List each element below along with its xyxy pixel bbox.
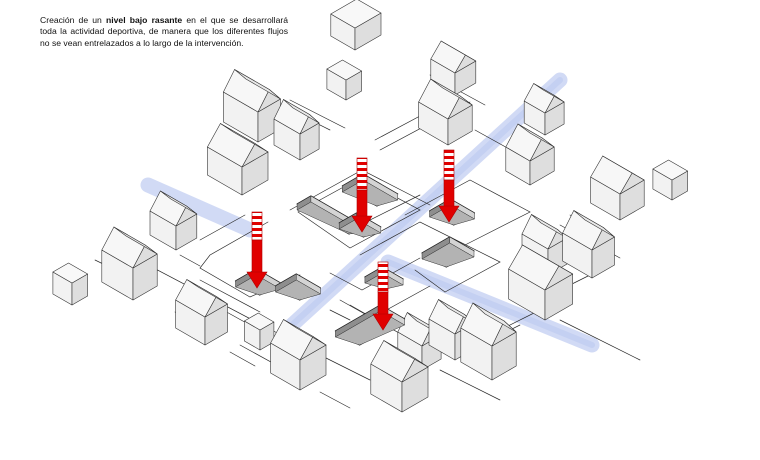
street-line — [359, 221, 501, 293]
street-line — [199, 214, 246, 241]
street-line — [199, 279, 261, 313]
building — [330, 0, 382, 51]
caption-bold: nivel bajo rasante — [106, 15, 183, 25]
building — [149, 190, 198, 251]
caption: Creación de un nivel bajo rasante en el … — [40, 15, 288, 49]
street-line — [297, 177, 421, 249]
building — [430, 40, 477, 96]
building — [508, 244, 574, 321]
caption-after: en el que se desarrollará toda la activi… — [40, 15, 288, 48]
down-arrow-icon — [438, 149, 460, 223]
sunken-pit — [334, 304, 406, 346]
sunken-pit — [274, 273, 322, 301]
street-line — [414, 269, 446, 293]
caption-before: Creación de un — [40, 15, 106, 25]
building — [505, 123, 555, 186]
building — [175, 279, 228, 346]
down-arrow-icon — [351, 157, 373, 233]
street-line — [179, 254, 201, 267]
building — [270, 319, 327, 391]
down-arrow-icon — [372, 261, 394, 331]
buildings — [52, 0, 688, 413]
street-line — [229, 351, 256, 367]
building — [244, 312, 275, 351]
building — [652, 159, 688, 201]
building — [370, 340, 429, 413]
sunken-pit — [341, 173, 399, 207]
building — [590, 155, 645, 221]
building — [326, 59, 362, 101]
building — [207, 123, 269, 196]
street-line — [404, 179, 531, 246]
street-line — [329, 257, 421, 291]
down-arrow-icon — [246, 211, 268, 289]
street-line — [319, 391, 351, 409]
street-line — [439, 369, 501, 401]
street-line — [329, 309, 351, 321]
building — [562, 210, 615, 279]
building — [52, 262, 88, 306]
building — [273, 99, 320, 161]
channel-left — [140, 177, 258, 238]
building — [460, 302, 517, 381]
building — [101, 226, 158, 301]
street-line — [559, 319, 641, 361]
pedestrian-channels — [140, 72, 600, 353]
street-line — [289, 99, 346, 129]
arrows — [246, 149, 460, 331]
sunken-pit — [421, 236, 475, 268]
building — [418, 78, 473, 146]
building — [523, 83, 565, 136]
